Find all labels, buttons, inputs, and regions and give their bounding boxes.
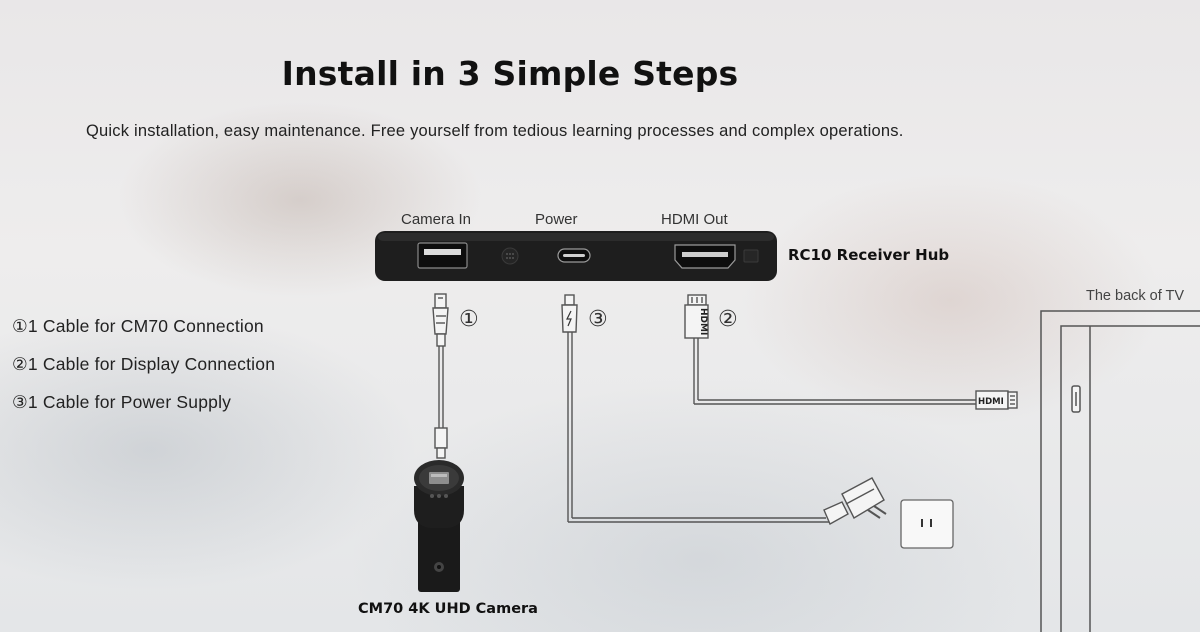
mic-hole-icon <box>501 247 519 265</box>
port-label-power: Power <box>535 211 578 228</box>
hdmi-port-icon <box>674 244 736 269</box>
page-title: Install in 3 Simple Steps <box>281 54 739 93</box>
camera-cable <box>432 293 449 459</box>
tv-back <box>1040 310 1200 632</box>
camera-name-label: CM70 4K UHD Camera <box>358 601 538 617</box>
power-cable <box>561 294 887 525</box>
hub-name-label: RC10 Receiver Hub <box>788 246 950 264</box>
step-item-camera-cable: ①1 Cable for CM70 Connection <box>12 316 264 336</box>
hdmi-plug-text-horizontal: HDMI <box>978 397 1004 407</box>
tv-label: The back of TV <box>1086 288 1185 304</box>
page-subtitle: Quick installation, easy maintenance. Fr… <box>86 122 904 140</box>
lightning-icon <box>566 310 572 327</box>
hdmi-cable: HDMI HDMI <box>684 294 1018 410</box>
camera-icon <box>414 460 464 592</box>
receiver-hub <box>375 231 777 281</box>
cable-marker-2: ② <box>718 307 738 332</box>
hdmi-plug-text-vertical: HDMI <box>698 308 708 335</box>
port-label-camera-in: Camera In <box>401 211 472 228</box>
power-adapter-icon <box>823 477 887 525</box>
step-item-display-cable: ②1 Cable for Display Connection <box>12 354 276 374</box>
cable-marker-1: ① <box>459 307 479 332</box>
steps-list: ①1 Cable for CM70 Connection ②1 Cable fo… <box>12 315 275 429</box>
usb-port-icon <box>417 242 468 269</box>
port-label-hdmi-out: HDMI Out <box>661 211 728 228</box>
wall-outlet-icon <box>900 499 954 549</box>
usb-c-port-icon <box>557 248 591 263</box>
cable-marker-3: ③ <box>588 307 608 332</box>
step-item-power-cable: ③1 Cable for Power Supply <box>12 392 232 412</box>
